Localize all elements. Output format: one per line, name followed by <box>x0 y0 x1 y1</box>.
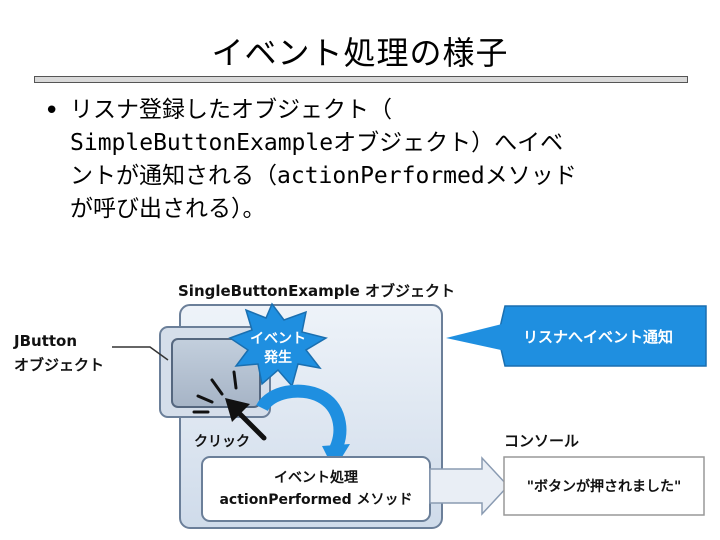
console-label: コンソール <box>504 432 579 450</box>
bullet-line-3: ントが通知される（actionPerformedメソッド <box>70 163 577 189</box>
console-arrow <box>429 456 510 516</box>
click-burst-lines-icon <box>192 370 238 414</box>
jbutton-label-line1: JButton <box>13 332 77 350</box>
event-burst-line1: イベント <box>250 331 306 347</box>
handler-label-line2: actionPerformed メソッド <box>219 492 412 508</box>
jbutton-label-line2: オブジェクト <box>14 356 104 374</box>
bullet-text: リスナ登録したオブジェクト（ SimpleButtonExampleオブジェクト… <box>70 94 690 226</box>
object-label: SingleButtonExample オブジェクト <box>178 282 455 300</box>
click-label: クリック <box>194 434 250 450</box>
notify-label: リスナへイベント通知 <box>523 328 673 346</box>
mouse-cursor-icon <box>225 398 267 441</box>
notify-callout-pointer <box>446 322 510 352</box>
event-burst-icon <box>228 302 328 388</box>
bullet-marker: • <box>44 96 60 126</box>
console-output: "ボタンが押されました" <box>527 478 682 495</box>
bullet-line-2: SimpleButtonExampleオブジェクト）へイベ <box>70 130 564 156</box>
handler-box <box>201 456 431 522</box>
console-box <box>503 456 705 516</box>
event-burst-line2: 発生 <box>263 349 292 366</box>
jbutton-pointer-line <box>112 346 169 361</box>
bullet-line-1: リスナ登録したオブジェクト（ <box>70 97 392 123</box>
handler-label-line1: イベント処理 <box>274 469 358 486</box>
slide-title: イベント処理の様子 <box>211 34 509 72</box>
title-divider <box>34 76 688 83</box>
notify-callout-arrow <box>497 305 707 367</box>
bullet-line-4: が呼び出される）。 <box>70 196 266 222</box>
